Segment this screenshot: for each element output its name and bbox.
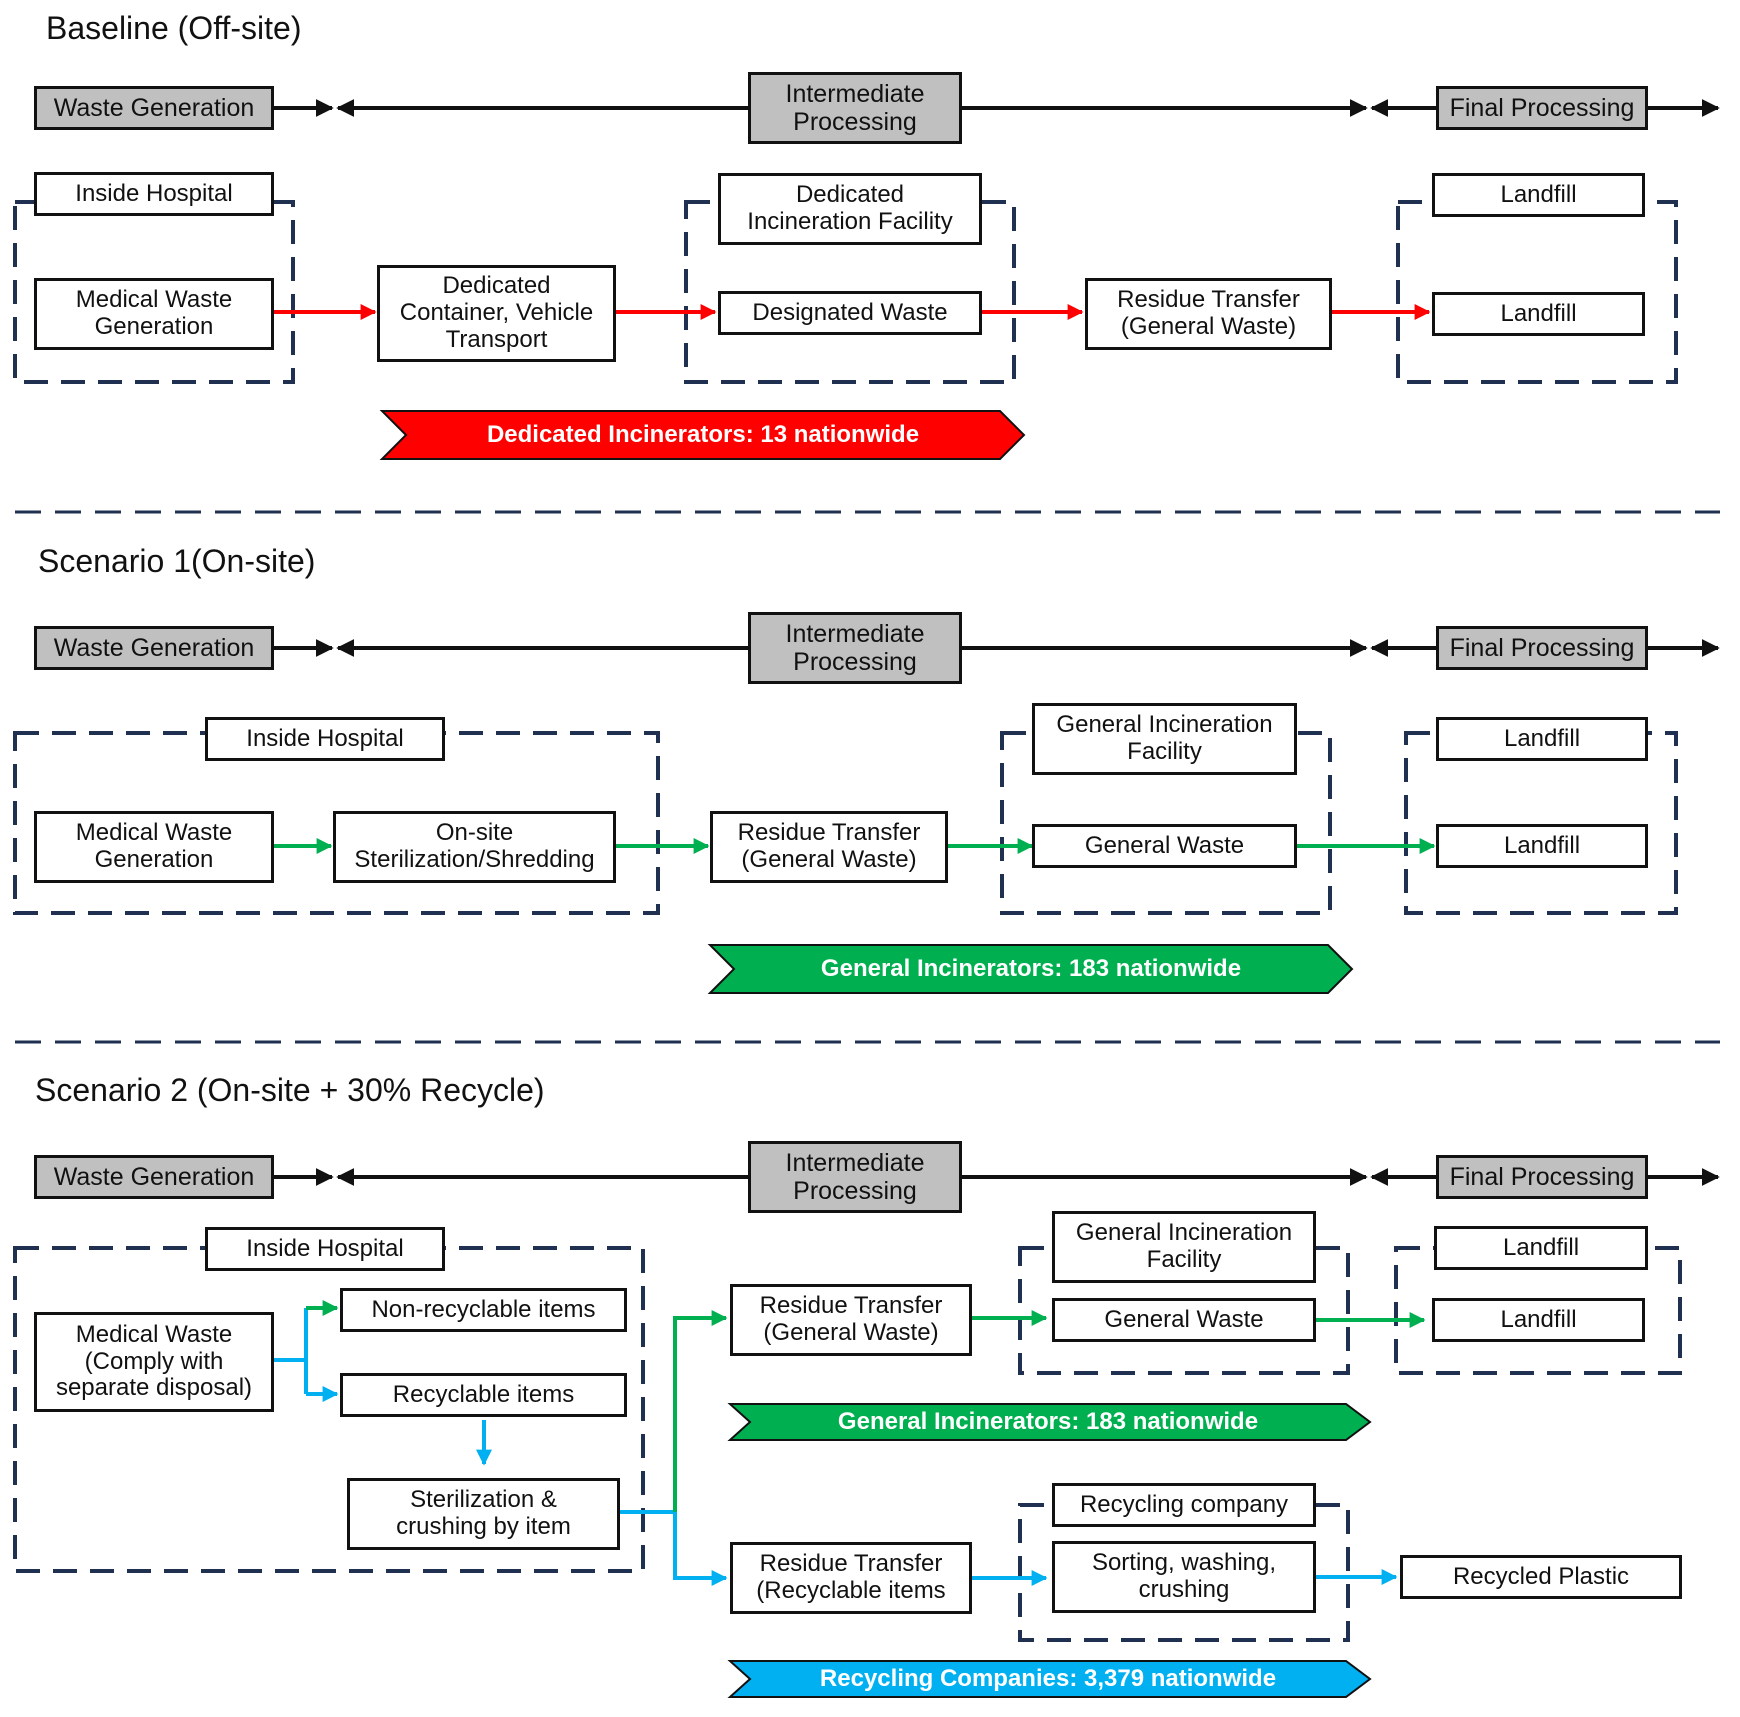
general-incineration-facility-box: General Incineration Facility <box>1052 1211 1316 1283</box>
landfill-box: Landfill <box>1432 292 1645 336</box>
general-incinerators-banner: General Incinerators: 183 nationwide <box>837 1408 1259 1435</box>
recyclable-items-box: Recyclable items <box>340 1373 627 1417</box>
stage-final-processing: Final Processing <box>1436 626 1648 670</box>
residue-transfer-recyclable-box: Residue Transfer (Recyclable items <box>730 1542 972 1614</box>
landfill-header-box: Landfill <box>1434 1226 1648 1270</box>
recycling-companies-banner-shape <box>727 1660 1372 1698</box>
medical-waste-generation-box: Medical Waste Generation <box>34 278 274 350</box>
inside-hospital-label: Inside Hospital <box>205 717 445 761</box>
recycling-flow-arrows <box>272 1308 1398 1586</box>
general-waste-box: General Waste <box>1032 824 1297 868</box>
onsite-sterilization-box: On-site Sterilization/Shredding <box>333 811 616 883</box>
general-incinerators-banner-shape <box>707 944 1354 994</box>
scenario1-title: Scenario 1(On-site) <box>38 543 316 579</box>
recycling-company-box: Recycling company <box>1052 1483 1316 1527</box>
dedicated-container-transport-box: Dedicated Container, Vehicle Transport <box>377 265 616 362</box>
stage-intermediate-processing: Intermediate Processing <box>748 72 962 144</box>
inside-hospital-label: Inside Hospital <box>34 172 274 216</box>
residue-transfer-general-box: Residue Transfer (General Waste) <box>730 1284 972 1356</box>
stage-intermediate-processing: Intermediate Processing <box>748 1141 962 1213</box>
sterilization-crushing-box: Sterilization & crushing by item <box>347 1478 620 1550</box>
dedicated-incinerators-banner-shape <box>379 410 1026 460</box>
stage-waste-generation: Waste Generation <box>34 1155 274 1199</box>
landfill-box: Landfill <box>1432 1298 1645 1342</box>
recycled-plastic-box: Recycled Plastic <box>1400 1555 1682 1599</box>
general-waste-box: General Waste <box>1052 1298 1316 1342</box>
landfill-header-box: Landfill <box>1432 173 1645 217</box>
medical-waste-box: Medical Waste (Comply with separate disp… <box>34 1312 274 1412</box>
baseline-title: Baseline (Off-site) <box>46 10 302 46</box>
residue-transfer-general-box: Residue Transfer (General Waste) <box>1085 278 1332 350</box>
scenario2-title: Scenario 2 (On-site + 30% Recycle) <box>35 1072 545 1108</box>
sorting-washing-crushing-box: Sorting, washing, crushing <box>1052 1541 1316 1613</box>
general-incinerators-banner: General Incinerators: 183 nationwide <box>820 955 1242 982</box>
general-incinerators-banner-shape <box>727 1403 1372 1441</box>
non-recyclable-items-box: Non-recyclable items <box>340 1288 627 1332</box>
general-flow-arrows <box>306 1300 1426 1512</box>
landfill-header-box: Landfill <box>1436 717 1648 761</box>
inside-hospital-label: Inside Hospital <box>205 1227 445 1271</box>
medical-waste-generation-box: Medical Waste Generation <box>34 811 274 883</box>
landfill-box: Landfill <box>1436 824 1648 868</box>
residue-transfer-general-box: Residue Transfer (General Waste) <box>710 811 948 883</box>
recycling-companies-banner: Recycling Companies: 3,379 nationwide <box>819 1665 1277 1692</box>
stage-waste-generation: Waste Generation <box>34 86 274 130</box>
stage-intermediate-processing: Intermediate Processing <box>748 612 962 684</box>
general-incineration-facility-box: General Incineration Facility <box>1032 703 1297 775</box>
designated-waste-box: Designated Waste <box>718 291 982 335</box>
stage-final-processing: Final Processing <box>1436 86 1648 130</box>
dedicated-incinerators-banner: Dedicated Incinerators: 13 nationwide <box>486 421 920 448</box>
stage-waste-generation: Waste Generation <box>34 626 274 670</box>
dedicated-incineration-facility-box: Dedicated Incineration Facility <box>718 173 982 245</box>
stage-final-processing: Final Processing <box>1436 1155 1648 1199</box>
